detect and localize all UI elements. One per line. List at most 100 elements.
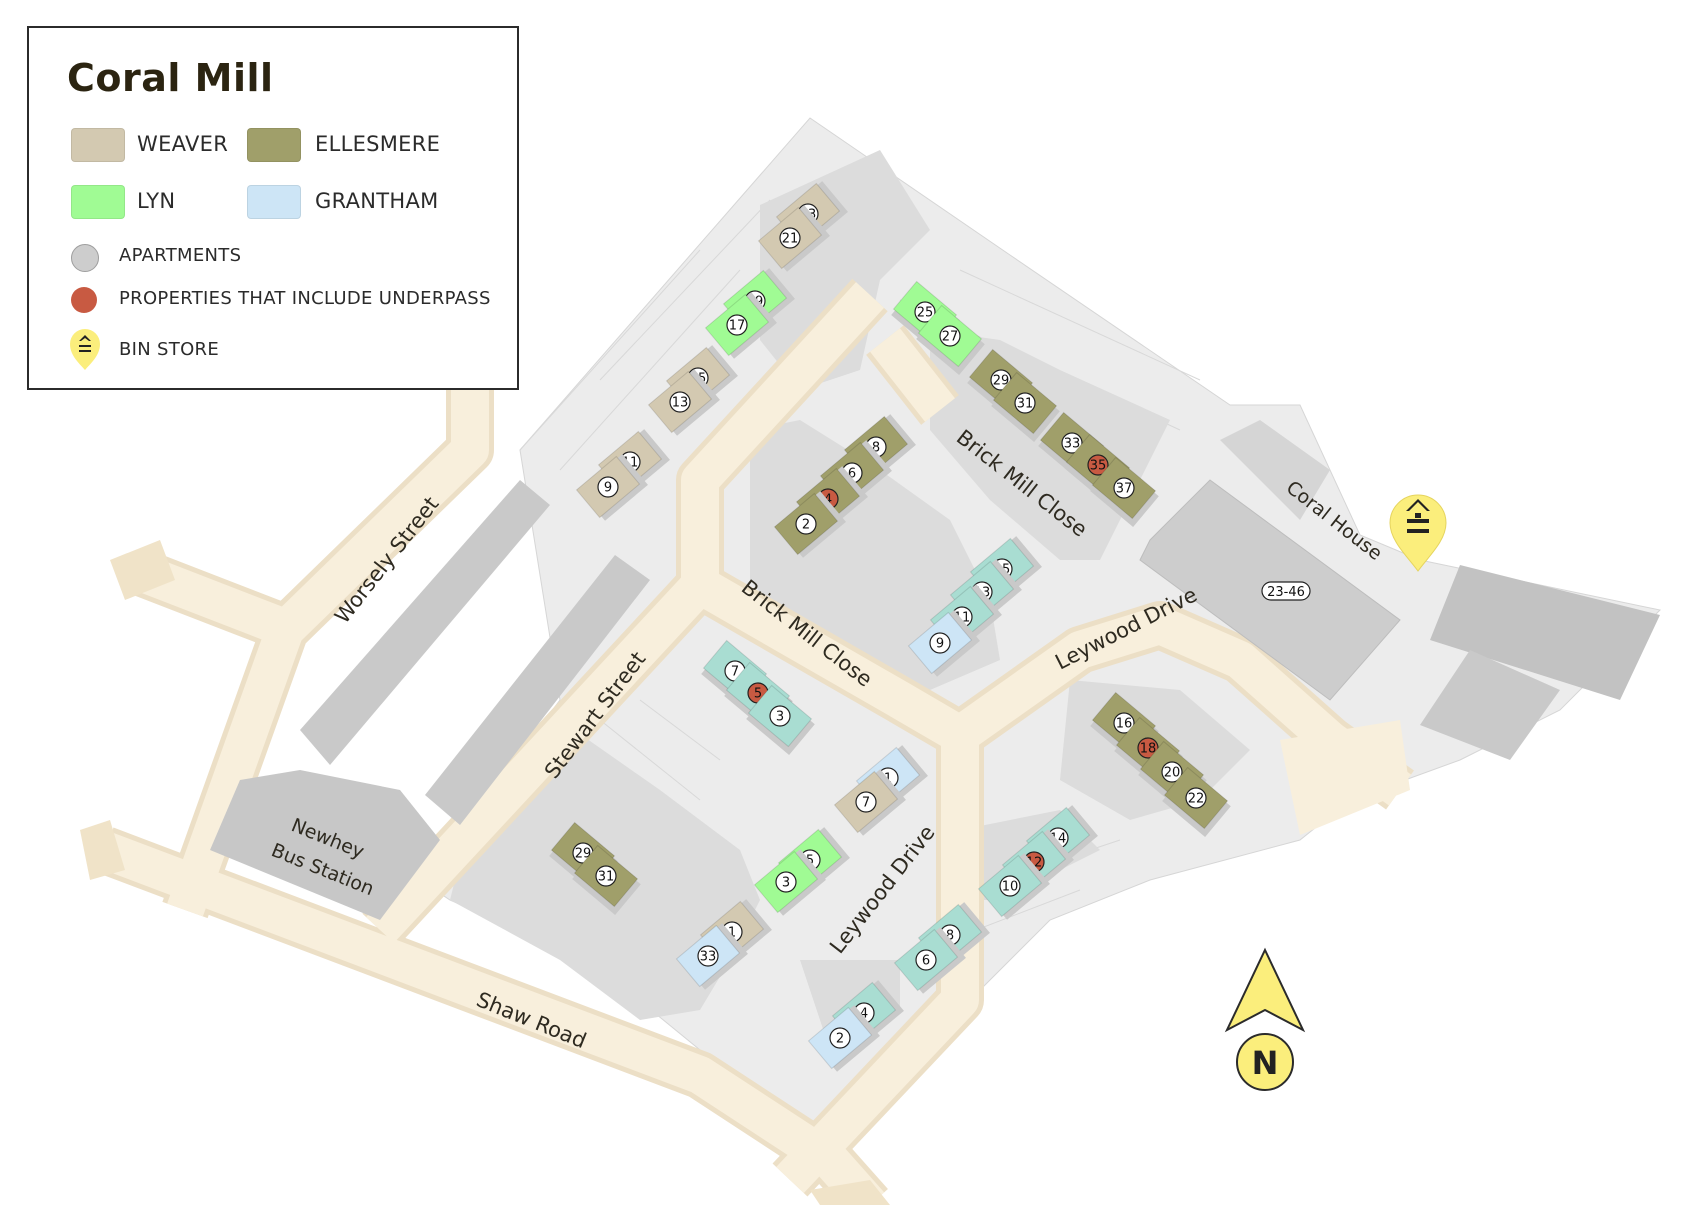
plot-number-label: 6 [848, 467, 856, 482]
plot-number-marker [1014, 392, 1036, 414]
plot-number-label: 33 [1064, 437, 1081, 452]
lyn-swatch [71, 185, 125, 219]
plot-number-marker [669, 391, 691, 413]
plot-number-label: 2 [802, 518, 810, 533]
plot-number-label: 10 [1002, 880, 1019, 895]
commercial-blocks [210, 480, 1660, 920]
grantham-label: GRANTHAM [315, 189, 439, 213]
plot-number-marker [597, 476, 619, 498]
plot-ellesmere-31[interactable]: 31 [990, 371, 1061, 442]
plot-number-label: 8 [872, 441, 880, 456]
plot-number-label: 18 [1140, 742, 1157, 757]
plot-number-label: 27 [942, 330, 959, 345]
plot-number-label: 33 [700, 950, 717, 965]
plot-number-label: 20 [1164, 766, 1181, 781]
plot-number-label: 29 [575, 847, 592, 862]
plot-number-marker [915, 949, 937, 971]
plot-number-label: 4 [824, 493, 832, 508]
plot-number-marker [769, 705, 791, 727]
apartment-range-badge: 23-46 [1261, 581, 1311, 601]
plot-number-label: 9 [936, 637, 944, 652]
plot-number-label: 7 [731, 665, 739, 680]
apartments-label: APARTMENTS [119, 245, 242, 266]
plot-number-label: 4 [860, 1007, 868, 1022]
weaver-label: WEAVER [137, 132, 229, 156]
plot-number-marker [779, 227, 801, 249]
plot-grantham-2[interactable]: 2 [807, 1004, 880, 1073]
plot-number-label: 13 [672, 396, 689, 411]
plot-number-label: 3 [782, 876, 790, 891]
plot-number-marker [855, 791, 877, 813]
plot-number-label: 31 [1017, 397, 1034, 412]
plot-number-marker [595, 865, 617, 887]
bin-store-marker[interactable] [1389, 494, 1447, 572]
plot-number-label: 37 [1116, 482, 1133, 497]
plot-lyn-27[interactable]: 27 [915, 304, 986, 375]
plots-layer: 2321191715131192527293133353786421513119… [549, 181, 1232, 1073]
plot-lyn-3[interactable]: 3 [753, 848, 826, 917]
bin-store-label: BIN STORE [119, 339, 220, 360]
plot-number-label: 21 [782, 232, 799, 247]
plot-lyn-17[interactable]: 17 [704, 291, 777, 360]
plot-ellesmere-2[interactable]: 2 [773, 490, 846, 559]
plot-number-label: 17 [729, 319, 746, 334]
plot-number-marker [1161, 761, 1183, 783]
plot-weaver-21[interactable]: 21 [757, 204, 830, 273]
plot-number-label: 35 [1090, 459, 1107, 474]
plot-number-label: 29 [993, 374, 1010, 389]
plot-grantham-9[interactable]: 9 [907, 609, 980, 678]
plot-number-label: 5 [754, 687, 762, 702]
plot-number-marker [829, 1027, 851, 1049]
plot-number-marker [1113, 477, 1135, 499]
weaver-swatch [71, 128, 125, 162]
plot-number-label: 22 [1188, 792, 1205, 807]
plot-number-label: 1 [728, 926, 736, 941]
plot-weaver-7[interactable]: 7 [833, 768, 906, 837]
plot-weaver-9[interactable]: 9 [575, 453, 648, 522]
underpass-label: PROPERTIES THAT INCLUDE UNDERPASS [119, 288, 491, 309]
plot-teal-10[interactable]: 10 [977, 852, 1050, 921]
plot-number-marker [929, 632, 951, 654]
plot-weaver-13[interactable]: 13 [647, 368, 720, 437]
underpass-marker [1137, 737, 1159, 759]
plot-number-marker [914, 301, 936, 323]
plot-number-marker [1061, 432, 1083, 454]
bin-icon [1406, 499, 1430, 533]
plot-number-marker [795, 513, 817, 535]
plot-number-label: 7 [862, 796, 870, 811]
plot-grantham-33[interactable]: 33 [675, 922, 748, 991]
roads [80, 278, 1414, 1205]
grantham-swatch [247, 185, 301, 219]
legend-panel: Coral Mill WEAVER ELLESMERE LYN GRANTHAM… [27, 26, 519, 390]
map-title: Coral Mill [67, 56, 274, 100]
plot-number-label: 31 [598, 870, 615, 885]
svg-text:23-46: 23-46 [1267, 585, 1305, 600]
underpass-marker [1087, 454, 1109, 476]
plot-teal-3[interactable]: 3 [745, 684, 816, 755]
plot-number-marker [697, 945, 719, 967]
plot-number-marker [726, 314, 748, 336]
compass-n-label: N [1252, 1044, 1279, 1082]
plot-number-label: 6 [922, 954, 930, 969]
plot-number-label: 9 [604, 481, 612, 496]
plot-number-label: 3 [776, 710, 784, 725]
plot-ellesmere-37[interactable]: 37 [1089, 456, 1160, 527]
plot-teal-6[interactable]: 6 [893, 926, 966, 995]
ellesmere-swatch [247, 128, 301, 162]
plot-number-label: 2 [836, 1032, 844, 1047]
north-arrow-icon [1224, 947, 1306, 1033]
plot-number-marker [1113, 712, 1135, 734]
plot-number-marker [1185, 787, 1207, 809]
ellesmere-label: ELLESMERE [315, 132, 441, 156]
plot-number-label: 16 [1116, 717, 1133, 732]
plot-number-marker [939, 325, 961, 347]
plot-ellesmere-22[interactable]: 22 [1161, 766, 1232, 837]
plot-number-label: 8 [946, 929, 954, 944]
bin-store-legend-icon [70, 329, 100, 370]
plot-ellesmere-31[interactable]: 31 [571, 844, 642, 915]
lyn-label: LYN [137, 189, 176, 213]
plot-number-label: 25 [917, 306, 934, 321]
plot-number-marker [775, 871, 797, 893]
underpass-dot-icon [71, 287, 97, 313]
